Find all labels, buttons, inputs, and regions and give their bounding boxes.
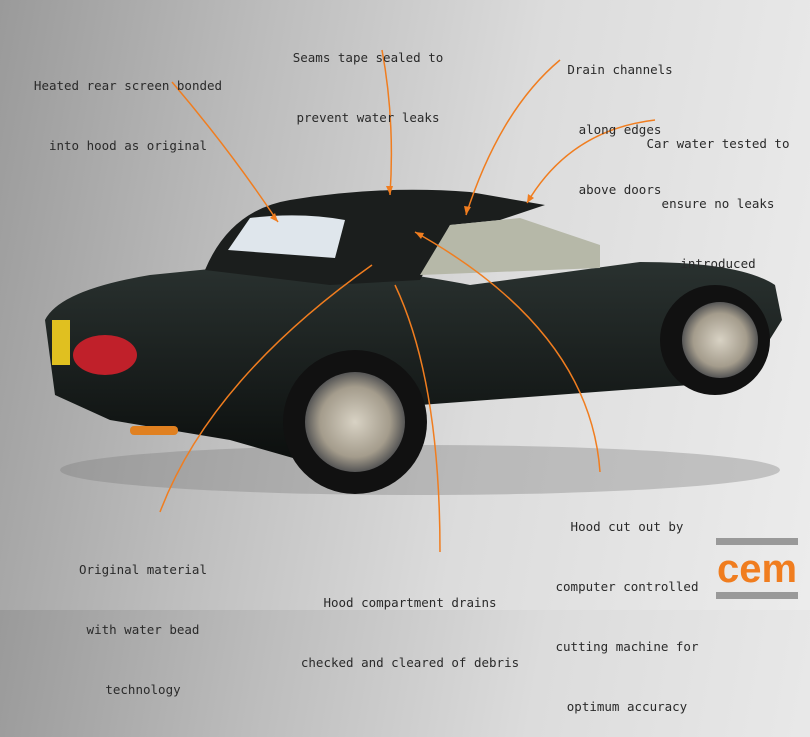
callout-line: cutting machine for	[555, 639, 699, 654]
rear-screen	[228, 215, 345, 258]
callout-line: computer controlled	[555, 579, 699, 594]
callout-line: Seams tape sealed to	[292, 50, 444, 65]
callout-line: Original material	[79, 562, 207, 577]
callout-line: with water bead	[86, 622, 200, 637]
callout-line: technology	[105, 682, 181, 697]
callout-line: ensure no leaks	[661, 196, 775, 211]
callout-seams-tape: Seams tape sealed to prevent water leaks	[268, 8, 468, 148]
cem-logo: cem	[716, 538, 798, 599]
callout-original-material: Original material with water bead techno…	[63, 520, 223, 720]
callout-line: checked and cleared of debris	[300, 655, 520, 670]
tail-light	[73, 335, 137, 375]
callout-drain-channels: Drain channels along edges above doors	[540, 20, 700, 220]
callout-line: introduced	[680, 256, 756, 271]
side-window	[420, 218, 600, 275]
svg-text:cem: cem	[717, 547, 797, 591]
callout-line: above doors	[578, 182, 662, 197]
callout-line: into hood as original	[48, 138, 208, 153]
callout-line: prevent water leaks	[296, 110, 440, 125]
callout-line: Hood compartment drains	[323, 595, 497, 610]
callout-line: Hood cut out by	[570, 519, 684, 534]
callout-hood-cut: Hood cut out by computer controlled cutt…	[547, 477, 707, 737]
soft-top	[205, 189, 545, 285]
callout-line: Drain channels	[567, 62, 673, 77]
callout-compartment-drains: Hood compartment drains checked and clea…	[290, 553, 530, 693]
callout-line: optimum accuracy	[566, 699, 688, 714]
callout-arrows	[159, 49, 656, 553]
callout-line: Car water tested to	[646, 136, 790, 151]
callout-water-tested: Car water tested to ensure no leaks intr…	[638, 94, 798, 294]
car-photo	[45, 49, 782, 553]
callout-line: Heated rear screen bonded	[33, 78, 223, 93]
car-body	[45, 260, 782, 460]
callout-line: along edges	[578, 122, 662, 137]
callout-heated-rear-screen: Heated rear screen bonded into hood as o…	[28, 36, 228, 176]
